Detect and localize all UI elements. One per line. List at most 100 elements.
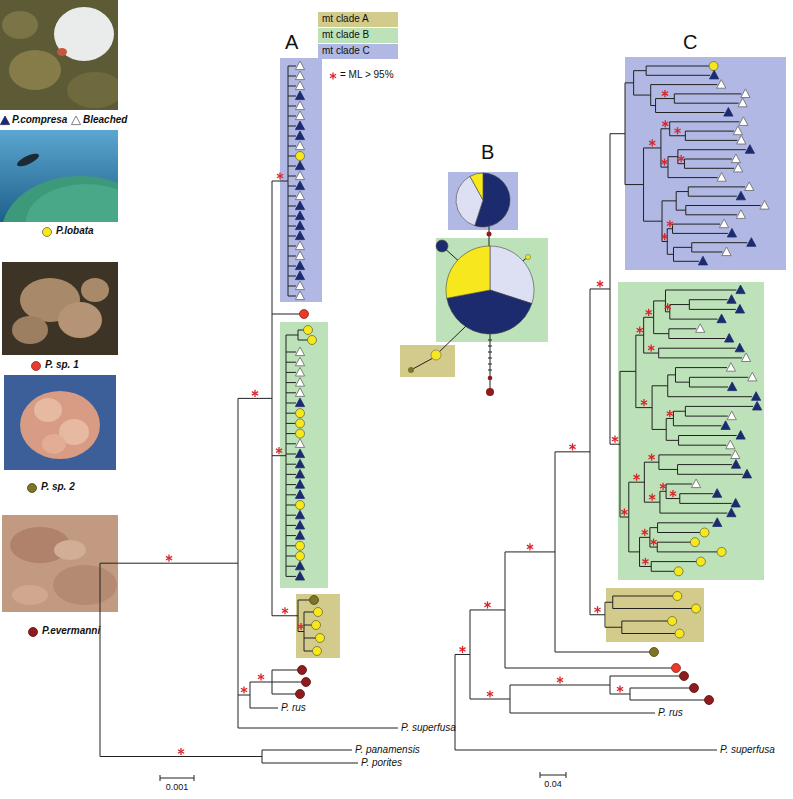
tree-branch: [288, 296, 296, 297]
tree-branch: [510, 685, 511, 713]
tree-branch: [288, 86, 296, 87]
tip-triangle: [295, 449, 304, 458]
tree-branch: [644, 502, 660, 503]
tip-triangle: [295, 291, 304, 300]
tree-branch: [286, 474, 296, 475]
legend-marker: [29, 628, 38, 637]
tree-branch: [668, 329, 669, 339]
tree-branch: [670, 304, 689, 305]
tip-circle: [675, 629, 684, 638]
tip-triangle: [717, 173, 726, 182]
tree-branch: [673, 411, 674, 426]
asterisk-stroke: [527, 545, 533, 549]
tip-triangle: [295, 131, 304, 140]
asterisk-stroke: [678, 157, 684, 161]
photo-ground: [2, 262, 118, 355]
tree-branch: [625, 83, 626, 185]
tip-circle: [680, 672, 689, 681]
tree-branch: [605, 602, 613, 603]
tree-branch: [660, 129, 661, 167]
tip-circle: [700, 528, 709, 537]
tree-branch: [685, 140, 737, 141]
tip-circle: [650, 648, 659, 657]
tree-branch: [677, 465, 678, 475]
asterisk-stroke: [649, 141, 655, 145]
support-asterisk: [282, 607, 288, 614]
asterisk-stroke: [648, 346, 654, 350]
asterisk-stroke: [569, 445, 575, 449]
support-asterisk: [642, 529, 648, 536]
clade-band: [296, 594, 340, 658]
tree-branch: [262, 750, 263, 763]
network-band: [448, 172, 518, 230]
tree-branch: [262, 763, 358, 764]
tree-branch: [689, 300, 690, 310]
network-link: [490, 332, 491, 392]
support-asterisk: [597, 280, 603, 287]
tree-branch: [272, 314, 300, 315]
tree-branch: [629, 551, 640, 552]
asterisk-stroke: [637, 328, 643, 332]
tip-triangle: [741, 353, 750, 362]
tree-branch: [298, 600, 299, 632]
tree-branch: [685, 159, 732, 160]
tip-triangle: [295, 347, 304, 356]
asterisk-stroke: [484, 603, 490, 607]
support-asterisk: [557, 676, 563, 683]
mutation-tick: [488, 352, 492, 353]
tree-branch: [688, 196, 737, 197]
pie-slice: [446, 246, 490, 298]
tree-branch: [658, 532, 701, 533]
tree-branch: [644, 317, 654, 318]
tip-triangle: [295, 251, 304, 260]
tree-branch: [288, 146, 296, 147]
tree-branch: [288, 276, 296, 277]
tree-branch: [605, 602, 606, 627]
photo-blob: [57, 48, 67, 56]
tree-branch: [590, 614, 605, 615]
tree-branch: [286, 556, 296, 557]
tree-branch: [643, 317, 644, 353]
tree-branch: [272, 670, 298, 671]
tip-triangle: [295, 388, 304, 397]
tip-triangle: [295, 241, 304, 250]
tree-branch: [673, 425, 721, 426]
tip-circle: [717, 547, 726, 556]
scale-value: 0.04: [544, 779, 562, 790]
tip-triangle: [739, 117, 748, 126]
tip-circle: [296, 690, 305, 699]
tip-triangle: [731, 460, 740, 469]
asterisk-stroke: [633, 475, 639, 479]
tree-branch: [668, 157, 669, 178]
tip-triangle: [736, 191, 745, 200]
asterisk-stroke: [617, 687, 623, 691]
tree-branch: [651, 562, 652, 572]
tree-branch: [685, 131, 686, 140]
photo-blob: [34, 398, 62, 422]
tip-triangle: [295, 191, 304, 200]
tree-branch: [675, 368, 676, 383]
asterisk-stroke: [670, 492, 676, 496]
asterisk-stroke: [487, 692, 493, 696]
tree-branch: [644, 147, 661, 148]
tip-triangle: [747, 238, 756, 247]
tip-circle: [296, 419, 305, 428]
tree-branch: [620, 517, 629, 518]
tip-triangle: [726, 440, 735, 449]
tree-branch: [590, 288, 610, 289]
photo-blob: [67, 72, 118, 108]
photo-blob: [26, 184, 118, 222]
tree-branch: [610, 676, 611, 694]
tree-branch: [678, 163, 685, 164]
tree-branch: [658, 348, 659, 358]
tree-branch: [670, 319, 718, 320]
tree-branch: [689, 299, 727, 300]
legend-marker: [28, 484, 37, 493]
asterisk-stroke: [665, 305, 671, 309]
scale-value: 0.001: [166, 782, 189, 793]
tree-branch: [657, 523, 658, 533]
support-asterisk: [241, 686, 247, 693]
tree-branch: [298, 340, 308, 341]
tree-branch: [667, 228, 672, 229]
tip-triangle: [295, 281, 304, 290]
